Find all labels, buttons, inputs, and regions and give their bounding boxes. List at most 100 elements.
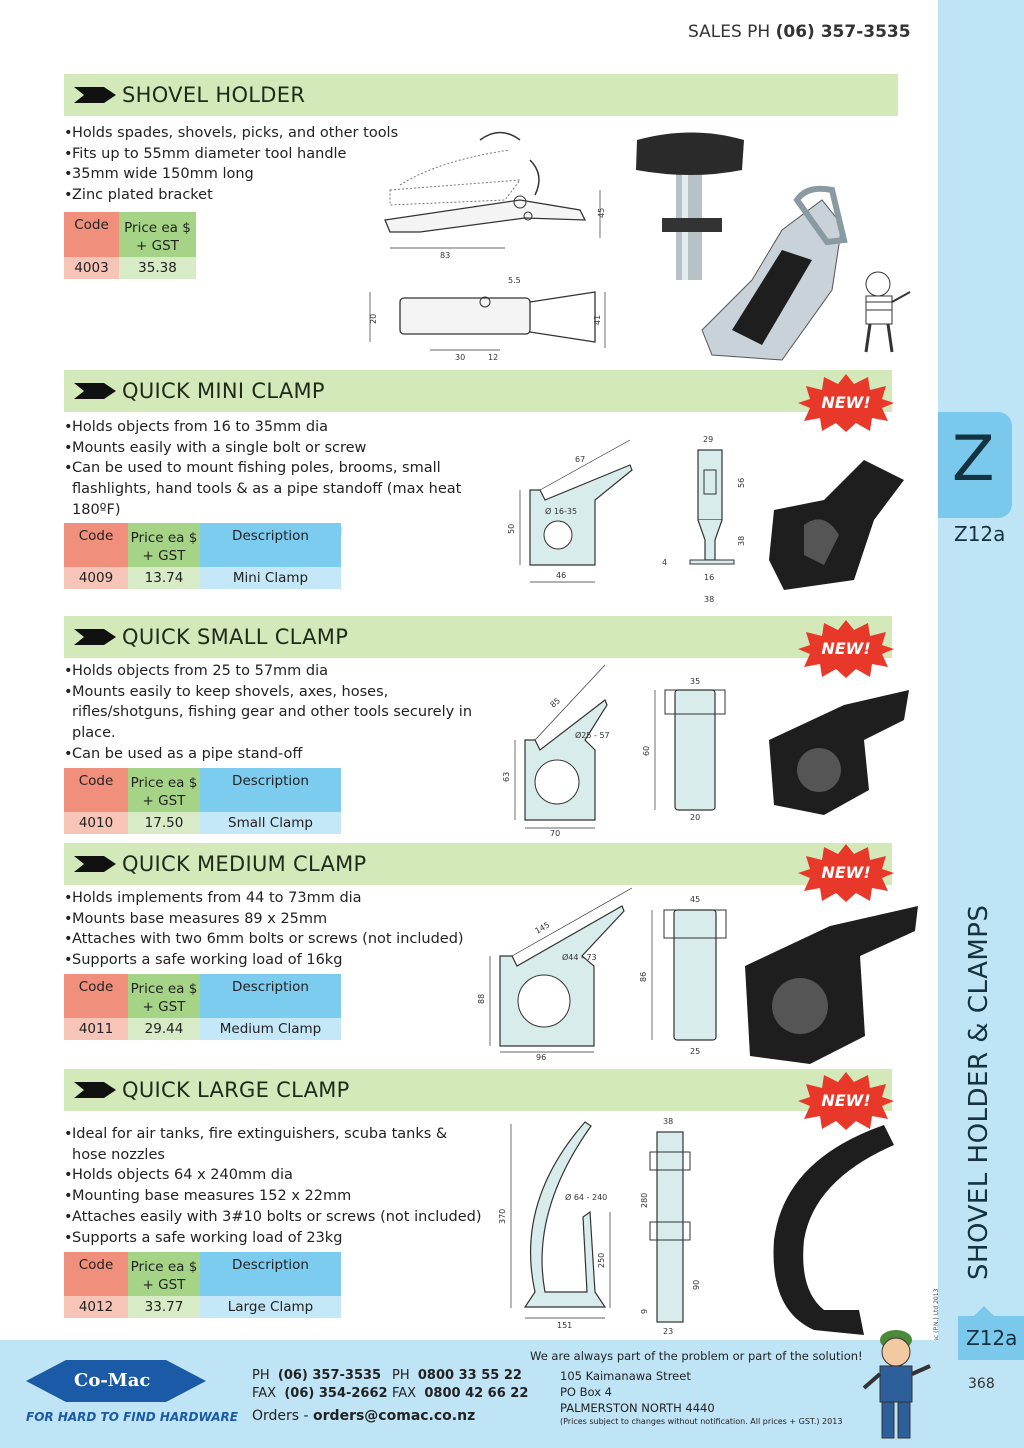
new-label: NEW! (821, 863, 871, 882)
dim-label: Ø 16-35 (545, 506, 577, 516)
vertical-title: SHOVEL HOLDER & CLAMPS (964, 904, 994, 1280)
price-table: Code Price ea $ + GST Description 4010 1… (64, 768, 341, 834)
address-city: PALMERSTON NORTH 4440 (560, 1401, 715, 1415)
feature-item: Can be used to mount fishing poles, broo… (64, 458, 504, 520)
section-header-mini-clamp: QUICK MINI CLAMP (64, 370, 892, 412)
new-badge: NEW! (798, 374, 894, 432)
dim-label: 20 (369, 314, 378, 324)
product-price: 33.77 (128, 1296, 200, 1318)
mascot-illustration (862, 1330, 931, 1439)
product-code: 4012 (64, 1296, 128, 1318)
feature-item: Ideal for air tanks, fire extinguishers,… (64, 1124, 484, 1165)
dim-label: 370 (498, 1209, 507, 1224)
description-header: Description (200, 523, 341, 567)
dim-label: 20 (690, 813, 700, 822)
dim-label: 86 (639, 972, 648, 982)
description-header: Description (200, 768, 341, 812)
dim-label: 9 (640, 1309, 649, 1314)
dim-label: 12 (488, 353, 498, 362)
arrow-icon (74, 629, 116, 645)
section-header-shovel-holder: SHOVEL HOLDER (64, 74, 898, 116)
section-header-small-clamp: QUICK SMALL CLAMP (64, 616, 892, 658)
fax-label: FAX (392, 1386, 417, 1401)
dim-label: 16 (704, 573, 714, 582)
feature-item: Mounts base measures 89 x 25mm (64, 909, 464, 930)
section-code: Z12a (954, 522, 1006, 546)
section-title: QUICK LARGE CLAMP (122, 1078, 350, 1102)
sales-phone: (06) 357-3535 (775, 22, 911, 42)
product-price: 13.74 (128, 567, 200, 589)
feature-item: Holds objects from 25 to 57mm dia (64, 661, 504, 682)
comac-logo (26, 1360, 206, 1402)
description-header: Description (200, 1252, 341, 1296)
large-clamp-diagram: 370 Ø 64 - 240 250 151 38 280 90 9 23 (498, 1117, 701, 1336)
feature-list: Holds implements from 44 to 73mm dia Mou… (64, 888, 464, 971)
dim-label: 50 (507, 524, 516, 534)
price-header: Price ea $ + GST (119, 212, 196, 257)
section-tab (938, 412, 1012, 518)
address-street: 105 Kaimanawa Street (560, 1369, 691, 1383)
dim-label: Ø 64 - 240 (565, 1192, 607, 1202)
feature-item: Attaches easily with 3#10 bolts or screw… (64, 1207, 484, 1228)
fax-line: FAX (06) 354-2662 (252, 1386, 388, 1401)
feature-item: Mounts easily to keep shovels, axes, hos… (64, 682, 504, 744)
mini-clamp-photo (769, 460, 904, 590)
price-table: Code Price ea $ + GST Description 4009 1… (64, 523, 341, 589)
dim-label: 151 (557, 1321, 572, 1330)
dim-label: 90 (692, 1280, 701, 1290)
address-po-box: PO Box 4 (560, 1385, 612, 1399)
feature-item: Supports a safe working load of 23kg (64, 1228, 484, 1249)
dim-label: 70 (550, 829, 560, 838)
starburst-icon (798, 620, 894, 678)
new-badge: NEW! (798, 1072, 894, 1130)
section-title: QUICK MEDIUM CLAMP (122, 852, 367, 876)
shovel-holder-photo (636, 132, 848, 361)
section-header-medium-clamp: QUICK MEDIUM CLAMP (64, 843, 892, 885)
dim-label: 45 (690, 895, 700, 904)
feature-item: Holds objects 64 x 240mm dia (64, 1165, 484, 1186)
feature-item: Holds objects from 16 to 35mm dia (64, 417, 504, 438)
orders-line: Orders - orders@comac.co.nz (252, 1408, 475, 1424)
feature-item: Holds spades, shovels, picks, and other … (64, 123, 398, 144)
small-clamp-photo (769, 690, 909, 815)
shovel-holder-diagram: 83 45 5.5 35 20 41 30 12 (369, 131, 606, 362)
mascot-illustration (864, 271, 911, 353)
medium-clamp-diagram: 145 Ø44 - 73 88 96 45 86 25 (477, 887, 727, 1062)
new-label: NEW! (821, 393, 871, 412)
product-price: 17.50 (128, 812, 200, 834)
section-title: QUICK SMALL CLAMP (122, 625, 349, 649)
address: 105 Kaimanawa Street PO Box 4 PALMERSTON… (560, 1368, 715, 1416)
price-note: (Prices subject to changes without notif… (560, 1417, 843, 1426)
page-number: 368 (968, 1376, 995, 1392)
mini-clamp-diagram: 67 Ø 16-35 50 46 29 56 38 4 16 38 (507, 435, 746, 604)
price-header: Price ea $ + GST (128, 974, 200, 1018)
feature-list: Holds spades, shovels, picks, and other … (64, 123, 398, 206)
feature-item: Attaches with two 6mm bolts or screws (n… (64, 929, 464, 950)
new-label: NEW! (821, 639, 871, 658)
sidebar (938, 0, 1024, 1448)
product-code: 4003 (64, 257, 119, 279)
feature-item: Mounting base measures 152 x 22mm (64, 1186, 484, 1207)
product-code: 4010 (64, 812, 128, 834)
dim-label: 25 (690, 1047, 700, 1056)
code-header: Code (64, 974, 128, 1018)
product-description: Small Clamp (200, 812, 341, 834)
phone-number: 0800 33 55 22 (417, 1368, 522, 1383)
product-description: Mini Clamp (200, 567, 341, 589)
new-badge: NEW! (798, 844, 894, 902)
phone-number: (06) 357-3535 (277, 1368, 382, 1383)
dim-label: 56 (737, 478, 746, 488)
code-header: Code (64, 768, 128, 812)
freefax-line: FAX 0800 42 66 22 (392, 1386, 528, 1401)
fax-number: 0800 42 66 22 (424, 1386, 529, 1401)
dim-label: 38 (737, 536, 746, 546)
medium-clamp-photo (745, 906, 918, 1064)
dim-label: 60 (642, 746, 651, 756)
dim-label: 23 (663, 1327, 673, 1336)
dim-label: 83 (440, 251, 450, 260)
starburst-icon (798, 374, 894, 432)
product-price: 35.38 (119, 257, 196, 279)
dim-label: 41 (593, 315, 602, 325)
orders-email-link[interactable]: orders@comac.co.nz (313, 1408, 476, 1424)
arrow-icon (74, 1082, 116, 1098)
